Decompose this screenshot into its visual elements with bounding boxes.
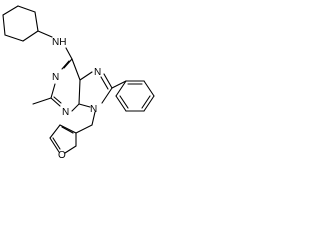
imidazole-n7-label: N xyxy=(94,67,101,78)
phenyl-link-bond xyxy=(111,80,127,89)
nh-c6-bond xyxy=(65,47,73,60)
amine-nh-label: NH xyxy=(52,37,66,48)
pyrimidine-n1-label: N xyxy=(52,72,59,83)
pyrimidine-ring xyxy=(50,58,81,112)
ch2-furan-bond xyxy=(75,124,93,134)
imidazole-ring xyxy=(78,71,113,108)
phenyl-ring xyxy=(115,80,155,112)
cyclohexyl-nh-bond xyxy=(37,30,53,38)
imidazole-n9-label: N xyxy=(90,104,97,115)
furan-oxygen-label: O xyxy=(58,150,66,159)
n9-ch2-bond xyxy=(91,111,96,126)
methyl-bond xyxy=(32,97,52,105)
cyclohexane-ring xyxy=(2,5,39,42)
furan-ring xyxy=(49,124,77,154)
structure-canvas: NH N N N N O xyxy=(0,0,160,159)
molecule-diagram: NH N N N N O xyxy=(2,5,155,159)
pyrimidine-n3-label: N xyxy=(62,107,69,118)
